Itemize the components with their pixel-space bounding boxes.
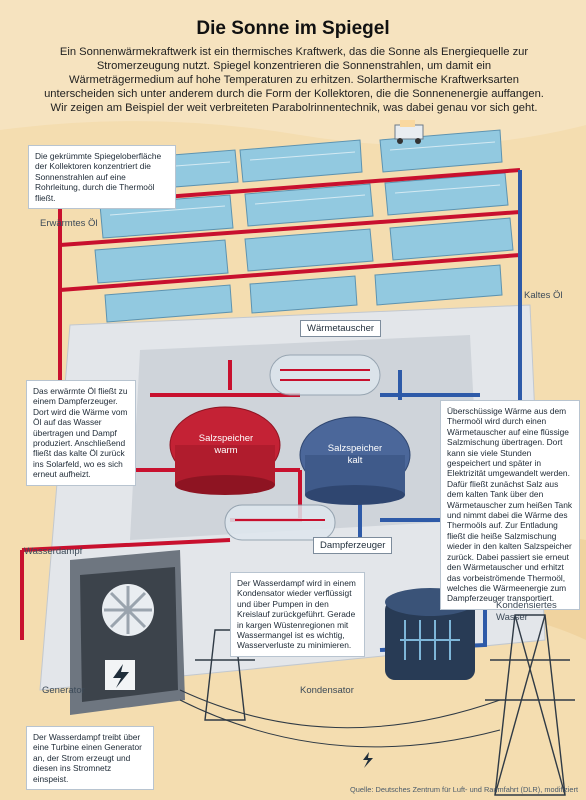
power-cables: [179, 689, 501, 748]
salt-tank-cold: [299, 416, 411, 505]
callout-salt-storage: Überschüssige Wärme aus dem Thermoöl wir…: [440, 400, 580, 610]
callout-condenser: Der Wasserdampf wird in einem Kondensato…: [230, 572, 365, 657]
label-warm-oil: Erwärmtes Öl: [40, 218, 98, 229]
label-condensed-water: Kondensiertes Wasser: [496, 600, 557, 623]
lightning-icon: [363, 752, 373, 768]
label-salt-hot: Salzspeicher warm: [198, 433, 254, 456]
page-title: Die Sonne im Spiegel: [196, 18, 390, 39]
label-cold-oil: Kaltes Öl: [524, 290, 563, 301]
salt-tank-hot: [169, 406, 281, 495]
collector-field: [94, 129, 514, 323]
callout-steam-generator: Das erwärmte Öl fließt zu einem Dampferz…: [26, 380, 136, 486]
label-salt-cold: Salzspeicher kalt: [327, 443, 383, 466]
label-condenser: Kondensator: [300, 685, 354, 696]
cleaning-vehicle: [394, 120, 424, 144]
intro-text: Ein Sonnenwärmekraftwerk ist ein thermis…: [44, 46, 544, 114]
heat-exchanger: [269, 354, 381, 396]
power-pylons: [195, 614, 575, 796]
generator-building: [70, 550, 185, 715]
label-steam: Wasserdampf: [24, 546, 83, 557]
source-credit: Quelle: Deutsches Zentrum für Luft- und …: [350, 785, 578, 794]
steam-generator: [224, 504, 336, 541]
callout-generator: Der Wasserdampf treibt über eine Turbine…: [26, 726, 154, 791]
callout-collector: Die gekrümmte Spiegeloberfläche der Koll…: [28, 145, 176, 210]
label-heat-exchanger: Wärmetauscher: [300, 320, 382, 337]
label-steam-generator: Dampferzeuger: [313, 537, 393, 554]
label-generator: Generator: [42, 685, 85, 696]
